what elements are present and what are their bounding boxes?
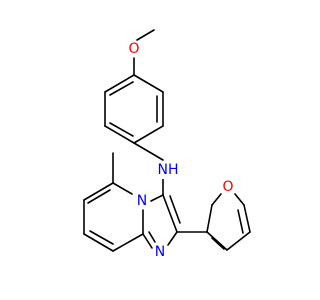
bond-imidazole-1 (150, 194, 164, 202)
bond-furan-3-double (237, 209, 244, 234)
bond-methyl-oxygen (136, 29, 155, 41)
bond-pyridine-1 (112, 182, 133, 195)
bond-furan-6 (211, 193, 222, 206)
bond-pyridine-2 (83, 182, 114, 201)
bond-phenyl-6 (133, 74, 164, 93)
bond-imidazole-3 (167, 231, 178, 246)
bond-phenyl-nitrogen (133, 142, 164, 161)
bond-furan-3 (243, 204, 251, 233)
bond-pyridine-4 (83, 233, 114, 252)
bond-furan-4 (206, 204, 213, 233)
bond-imidazole-4 (142, 233, 153, 249)
bond-imidazole-2 (162, 194, 178, 233)
bond-furan-1 (206, 231, 228, 251)
atom-labels: O NH N N O (126, 41, 236, 260)
imidazole-ring (142, 194, 181, 249)
bond-phenyl-3 (104, 125, 135, 144)
imidazole-nitrogen-label: N (155, 244, 165, 260)
bond-imidazole-4-double (148, 231, 156, 243)
amine-nh-label: NH (158, 162, 179, 178)
bond-phenyl-4 (133, 125, 164, 144)
methoxy-oxygen-label: O (128, 41, 139, 57)
bond-furan-2 (226, 231, 251, 251)
bond-pyridine-4-double (89, 230, 114, 245)
furan-ring (176, 193, 251, 251)
furan-oxygen-label: O (222, 179, 233, 195)
bond-pyridine-2-double (87, 189, 111, 204)
bond-phenyl-1 (104, 74, 135, 93)
bridge-nitrogen-label: N (137, 193, 147, 209)
bond-furan-1-double (211, 237, 225, 250)
methoxy-group (133, 29, 155, 76)
pyridine-ring (83, 182, 144, 252)
bond-furan-5 (234, 193, 245, 206)
bond-pyridine-5 (112, 233, 144, 252)
amine-linker (133, 142, 164, 196)
bond-imidazole-2-double (169, 195, 181, 224)
methoxyphenyl-ring (104, 74, 164, 144)
bond-phenyl-3-double (109, 122, 134, 137)
molecule-structure-diagram: O NH N N O (83, 29, 251, 260)
bond-phenyl-1-double (109, 81, 134, 96)
